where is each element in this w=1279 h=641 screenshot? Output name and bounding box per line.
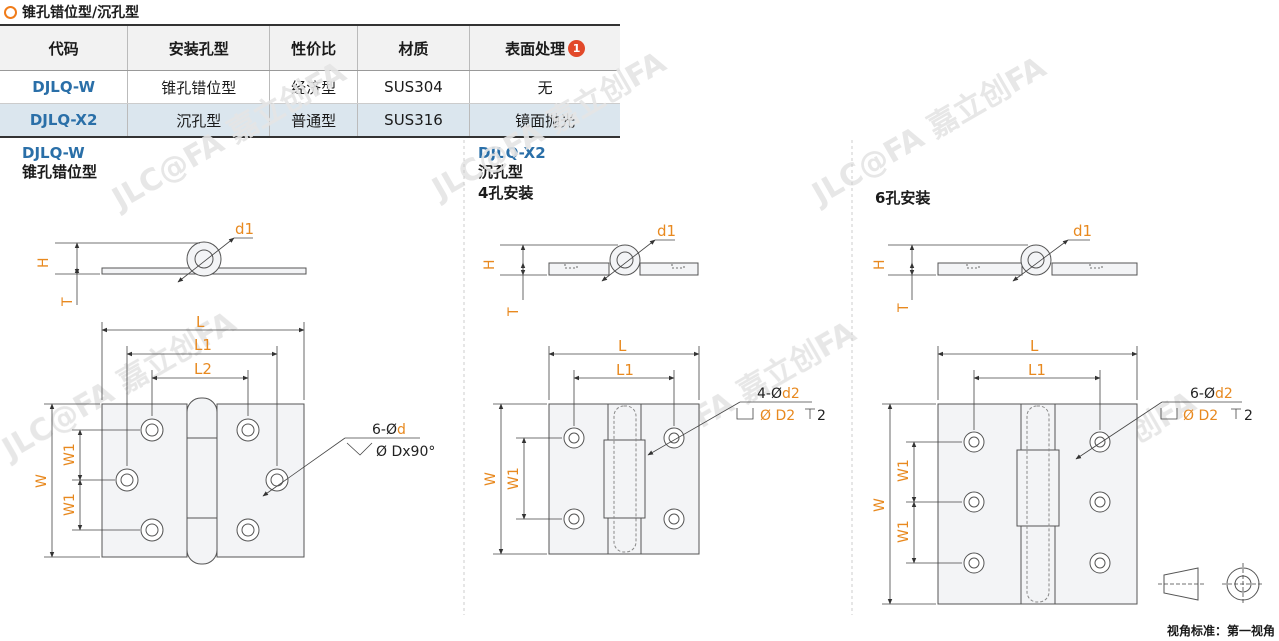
middle-view-name: 沉孔型 [478,163,524,181]
table-row: DJLQ-X2 沉孔型 普通型 SUS316 镜面抛光 [0,103,620,138]
dim-d1: d1 [1073,222,1092,240]
dim-L: L [196,313,205,331]
dim-L2: L2 [194,360,212,378]
dim-L1: L1 [616,361,634,379]
dim-W: W [872,498,888,512]
hole-right-prefix: 6-Ø [1190,386,1215,402]
dim-H: H [482,259,498,270]
watermark-text: JLC@FA 嘉立创FA [425,45,673,208]
watermark-text: JLC@FA 嘉立创FA [805,50,1053,213]
hole-mid-prefix: 4-Ø [757,386,782,402]
cell-material: SUS316 [357,103,471,138]
projection-standard-note: 视角标准：第一视角 [1166,624,1275,638]
svg-text:4-Ød2: 4-Ød2 [757,386,800,402]
right-view-sub: 6孔安装 [875,189,931,207]
dim-W1: W1 [62,493,78,516]
header-value: 性价比 [269,24,358,71]
hole-right-depth: 2 [1244,408,1253,424]
left-front-view: L L1 L2 W W1 W1 6-Ød Ø Dx90° [34,313,435,565]
cell-material: SUS304 [357,70,471,104]
dim-H: H [36,257,52,268]
dim-L: L [1030,337,1039,355]
note-badge-icon: 1 [568,39,586,57]
dim-W1: W1 [506,467,522,490]
dim-W: W [483,472,499,486]
first-angle-projection-icon [1158,563,1264,605]
section-title: 锥孔错位型/沉孔型 [4,2,139,22]
table-row: DJLQ-W 锥孔错位型 经济型 SUS304 无 [0,70,620,104]
svg-text:6-Ød2: 6-Ød2 [1190,386,1233,402]
left-view-code: DJLQ-W [22,144,85,162]
left-side-view: d1 H T [36,220,307,307]
dim-d1: d1 [657,222,676,240]
middle-side-view: d1 H T [482,222,699,317]
section-title-text: 锥孔错位型/沉孔型 [22,5,140,21]
cell-value: 普通型 [269,103,358,138]
header-material: 材质 [357,24,471,71]
dim-d1: d1 [235,220,254,238]
dim-L1: L1 [1028,361,1046,379]
cell-value: 经济型 [269,70,358,104]
cell-code: DJLQ-X2 [0,103,129,138]
dim-L: L [618,337,627,355]
svg-text:6-Ød: 6-Ød [372,422,406,438]
dim-H: H [872,259,888,270]
middle-view-code: DJLQ-X2 [478,144,546,162]
hole-right-D2: Ø D2 [1183,408,1218,424]
cell-surface: 无 [469,70,620,104]
left-view-name: 锥孔错位型 [22,163,98,181]
hole-left-prefix: 6-Ø [372,422,397,438]
middle-view-sub: 4孔安装 [478,184,534,202]
cell-hole-type: 锥孔错位型 [127,70,271,104]
right-front-view: L L1 W W1 W1 6-Ød2 Ø D2 2 [872,337,1253,605]
cell-code: DJLQ-W [0,70,129,104]
dim-W1: W1 [62,443,78,466]
right-side-view: d1 H T [872,222,1138,313]
dim-T: T [896,303,912,313]
dim-T: T [506,307,522,317]
middle-front-view: L L1 W W1 4-Ød2 Ø D2 2 [483,337,826,555]
cell-hole-type: 沉孔型 [127,103,271,138]
header-hole-type: 安装孔型 [127,24,271,71]
dim-L1: L1 [194,336,212,354]
circle-bullet-icon [4,5,17,19]
hole-mid-d: d2 [782,386,800,402]
header-surface-label: 表面处理 [505,39,566,58]
hole-mid-depth: 2 [817,408,826,424]
hole-mid-D2: Ø D2 [760,408,795,424]
watermark-text: JLC@FA 嘉立创FA [105,55,353,218]
dim-W1: W1 [896,459,912,482]
hole-left-d: d [397,422,406,438]
hole-left-spec: Ø Dx90° [376,444,435,460]
dim-W: W [34,474,50,488]
cell-surface: 镜面抛光 [469,103,620,138]
dim-W1: W1 [896,520,912,543]
header-code: 代码 [0,24,129,71]
dim-T: T [60,297,76,307]
hole-right-d: d2 [1215,386,1233,402]
